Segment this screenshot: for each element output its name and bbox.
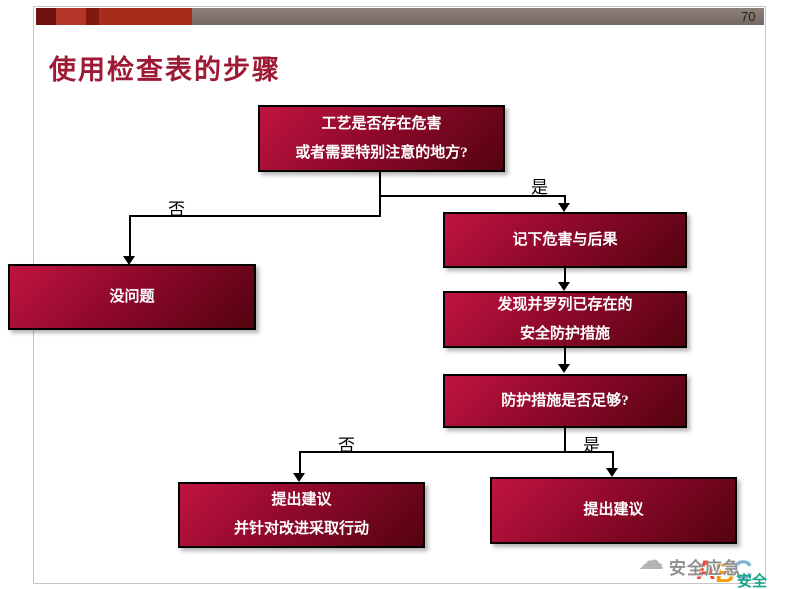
branch-label-yes: 是 — [583, 436, 600, 455]
flow-box-text: 并针对改进采取行动 — [233, 521, 369, 537]
flow-box-text: 或者需要特别注意的地方? — [295, 144, 468, 161]
connector — [299, 451, 614, 453]
watermark-letter-c: C — [733, 555, 753, 585]
watermark-letter-b: B — [715, 558, 735, 588]
arrow-down-icon — [606, 468, 618, 477]
flow-box-text: 防护措施是否足够? — [501, 392, 629, 409]
arrow-down-icon — [293, 473, 305, 482]
page-number: 70 — [741, 9, 756, 24]
connector — [379, 172, 381, 217]
connector — [379, 195, 566, 197]
connector — [564, 348, 566, 366]
connector — [564, 195, 566, 205]
arrow-down-icon — [558, 364, 570, 373]
flow-box-text: 没问题 — [109, 288, 155, 305]
connector — [129, 215, 381, 217]
branch-label-yes: 是 — [531, 178, 548, 197]
accent-bar — [192, 8, 764, 25]
watermark-sub: 安全 — [737, 574, 768, 589]
flow-box-safeguards-enough-question: 防护措施是否足够? — [443, 374, 687, 428]
branch-label-no: 否 — [338, 436, 355, 455]
connector — [612, 451, 614, 470]
branch-label-no: 否 — [168, 200, 185, 219]
accent-bar-segment — [99, 8, 192, 25]
flow-box-record-hazards: 记下危害与后果 — [443, 212, 687, 268]
flow-box-text: 工艺是否存在危害 — [321, 115, 442, 132]
arrow-down-icon — [558, 203, 570, 212]
watermark-letter-a: A — [696, 555, 716, 585]
watermark-brand: 安全应急 — [669, 559, 741, 578]
flow-box-text: 提出建议 — [271, 492, 332, 508]
accent-bar-segment — [36, 8, 56, 25]
flow-box-hazard-question: 工艺是否存在危害 或者需要特别注意的地方? — [258, 105, 505, 172]
cloud-icon: ☁ — [638, 546, 664, 576]
connector — [299, 451, 301, 475]
flow-box-suggest-and-act: 提出建议 并针对改进采取行动 — [178, 482, 425, 548]
flow-box-text: 发现并罗列已存在的 — [497, 296, 633, 313]
flow-box-list-existing-safeguards: 发现并罗列已存在的 安全防护措施 — [443, 291, 687, 348]
arrow-down-icon — [558, 282, 570, 291]
flow-box-text: 记下危害与后果 — [512, 231, 618, 248]
flow-box-no-problem: 没问题 — [8, 264, 256, 330]
flow-box-text: 提出建议 — [583, 502, 644, 518]
watermark-logo: ☁ A B C 安全应急 安全 — [636, 546, 786, 589]
slide-title: 使用检查表的步骤 — [49, 55, 281, 85]
connector — [564, 428, 566, 453]
accent-bar-segment — [56, 8, 86, 25]
flow-box-suggest: 提出建议 — [490, 477, 737, 544]
arrow-down-icon — [123, 256, 135, 265]
connector — [129, 215, 131, 257]
accent-bar-segment — [86, 8, 99, 25]
connector — [564, 268, 566, 284]
flow-box-text: 安全防护措施 — [519, 325, 610, 342]
